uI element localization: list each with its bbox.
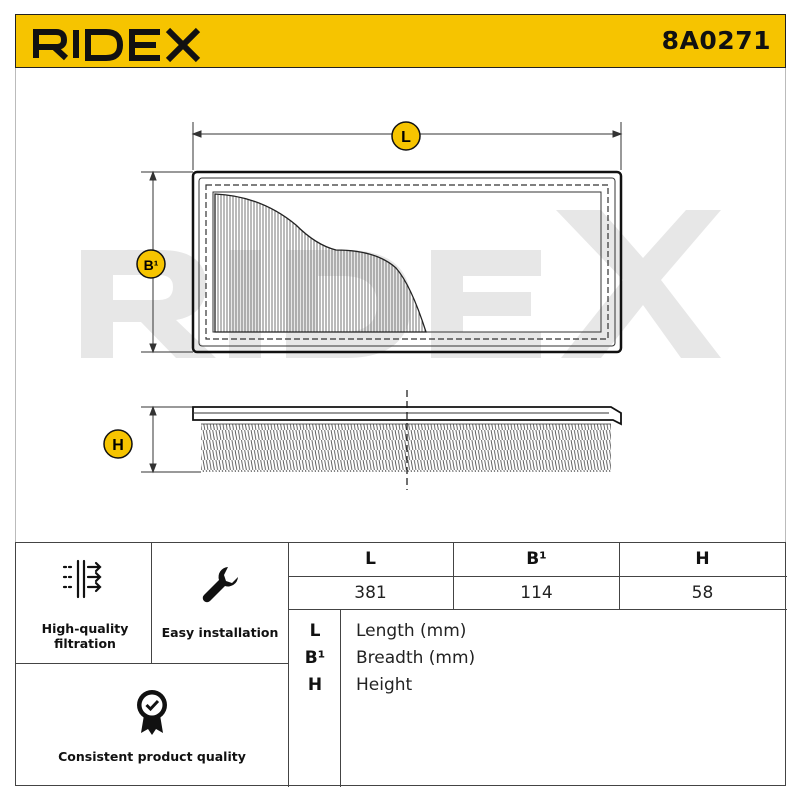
divider — [340, 609, 341, 787]
filter-top-view — [191, 170, 623, 354]
table-header-breadth: B¹ — [526, 549, 547, 569]
feature-installation-label: Easy installation — [161, 625, 279, 640]
quality-seal-check-icon — [137, 690, 167, 735]
legend-desc-height: Height — [356, 675, 413, 695]
svg-text:L: L — [401, 129, 411, 146]
ridex-logo — [33, 27, 201, 62]
legend-code-breadth: B¹ — [304, 648, 326, 668]
table-value-length: 381 — [354, 583, 387, 603]
specification-panel: High-quality filtration Easy installatio… — [15, 542, 787, 787]
table-header-height: H — [695, 549, 710, 569]
divider — [288, 576, 787, 577]
legend-desc-breadth: Breadth (mm) — [356, 648, 476, 668]
divider — [151, 543, 152, 663]
part-number: 8A0271 — [661, 26, 771, 55]
header-bar: 8A0271 — [15, 14, 786, 68]
wrench-icon — [202, 567, 238, 603]
breadth-badge: B¹ — [136, 249, 166, 279]
svg-text:H: H — [112, 437, 124, 454]
filter-side-view — [192, 390, 622, 490]
table-value-height: 58 — [691, 583, 714, 603]
table-header-length: L — [365, 549, 376, 569]
legend-code-height: H — [307, 675, 323, 695]
feature-filtration-label: High-quality filtration — [41, 621, 129, 651]
legend-desc-length: Length (mm) — [356, 621, 467, 641]
divider — [288, 609, 787, 610]
technical-drawing: L B¹ H — [15, 68, 786, 542]
table-value-breadth: 114 — [520, 583, 553, 603]
length-badge: L — [391, 121, 421, 151]
filtration-flow-icon — [62, 559, 102, 599]
height-dimension-line — [141, 405, 201, 474]
height-badge: H — [103, 429, 133, 459]
filter-media-cutaway — [214, 193, 427, 333]
feature-quality-label: Consistent product quality — [58, 749, 246, 764]
divider — [288, 543, 289, 787]
legend-code-length: L — [309, 621, 321, 641]
divider — [619, 543, 620, 609]
divider — [16, 663, 288, 664]
svg-text:B¹: B¹ — [144, 257, 159, 273]
divider — [453, 543, 454, 609]
